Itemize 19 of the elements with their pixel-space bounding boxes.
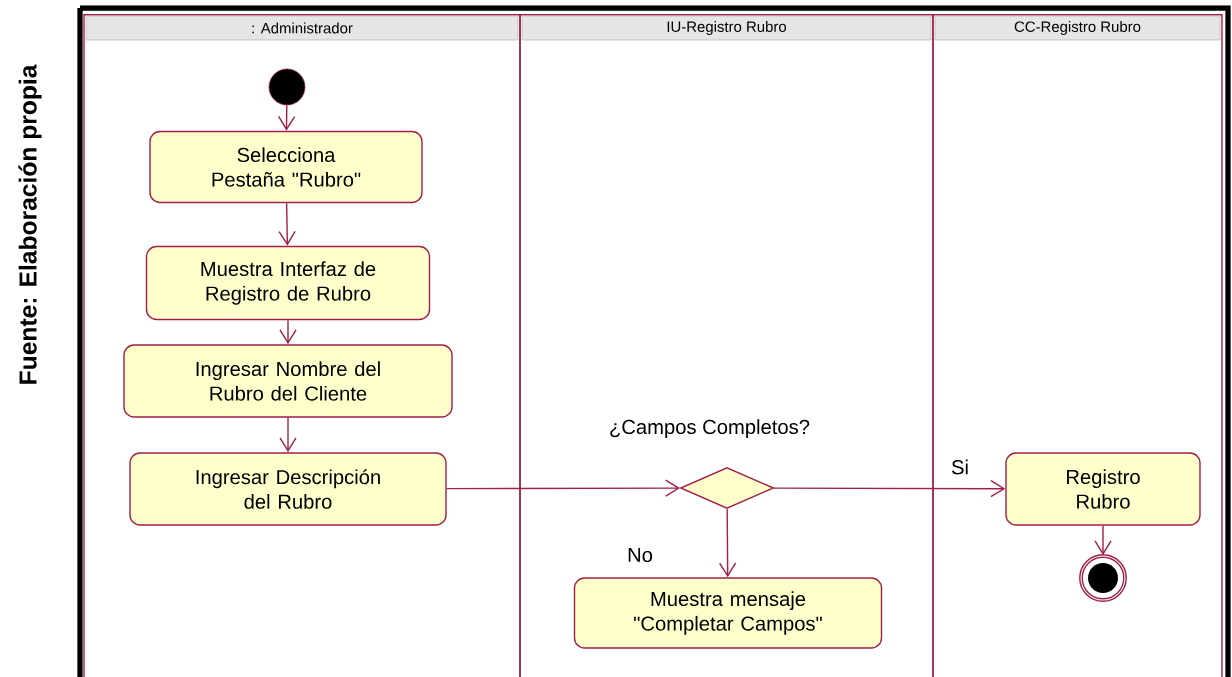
edge-label: No <box>625 546 655 564</box>
arrow <box>278 202 296 246</box>
arrow <box>718 508 737 578</box>
activity-box: Muestra mensaje "Completar Campos" <box>573 577 883 649</box>
arrow <box>279 417 297 453</box>
end-node <box>1079 554 1127 602</box>
start-node <box>268 68 306 106</box>
activity-box: Muestra Interfaz de Registro de Rubro <box>145 245 431 321</box>
arrow <box>277 104 296 131</box>
activity-box: Ingresar Descripción del Rubro <box>129 452 447 526</box>
arrow <box>446 479 681 497</box>
arrow <box>279 319 297 345</box>
node-label: ¿Campos Completos? <box>610 419 810 439</box>
activity-box: Selecciona Pestaña "Rubro" <box>149 130 423 204</box>
arrow <box>773 480 1006 498</box>
source-note: Fuente: Elaboración propia <box>18 64 42 384</box>
activity-box: Ingresar Nombre del Rubro del Cliente <box>123 344 453 418</box>
arrow <box>1094 525 1112 556</box>
activity-box: Registro Rubro <box>1005 452 1201 526</box>
